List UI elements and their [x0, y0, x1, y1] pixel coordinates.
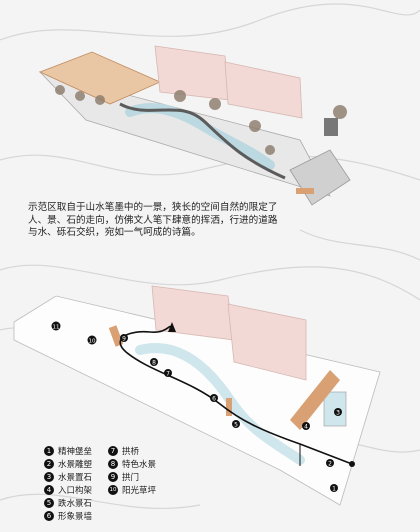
svg-text:9: 9 [122, 336, 126, 343]
svg-text:6: 6 [212, 396, 216, 403]
plan-marker-1: 1 [330, 484, 338, 493]
plan-marker-9: 9 [120, 334, 128, 343]
plan-marker-5: 5 [232, 420, 240, 429]
legend-label: 入口构架 [58, 486, 93, 496]
route-arrowhead [168, 322, 176, 332]
svg-text:1: 1 [332, 486, 336, 493]
plan-entry-wall [290, 370, 340, 430]
plan-marker-11: 11 [51, 321, 61, 331]
building-block-2 [224, 61, 303, 119]
trees [55, 85, 347, 155]
legend-label: 拱门 [122, 473, 140, 483]
legend-label: 形象景墙 [58, 512, 93, 522]
legend-label: 拱桥 [122, 447, 140, 457]
svg-text:4: 4 [304, 424, 308, 431]
plan-building-2 [227, 303, 307, 381]
wood-wall [296, 188, 314, 194]
project-description: 示范区取自于山水笔墨中的一景，狭长的空间自然的限定了 人、景、石的走向，仿佛文人… [28, 202, 278, 240]
svg-text:2: 2 [328, 461, 332, 468]
plan-marker-7: 7 [164, 369, 172, 378]
route-start-dot [349, 461, 355, 467]
plan-marker-8: 8 [150, 358, 158, 367]
entry-canopy [324, 118, 338, 136]
plan-marker-3: 3 [334, 408, 342, 417]
legend-label: 阳光草坪 [122, 486, 157, 496]
winding-path [119, 102, 286, 180]
plan-marker-4: 4 [302, 422, 310, 431]
svg-text:11: 11 [53, 325, 60, 331]
tour-route [119, 325, 353, 465]
svg-text:8: 8 [152, 360, 156, 367]
description-line-2: 人、景、石的走向，仿佛文人笔下肆意的挥洒，行进的道路 [28, 214, 278, 226]
water-channel [125, 103, 275, 170]
plan-view: 1 2 3 4 5 6 7 8 9 10 11 [13, 285, 381, 506]
description-line-1: 示范区取自于山水笔墨中的一景，狭长的空间自然的限定了 [28, 202, 278, 213]
legend-label: 跌水景石 [58, 499, 93, 509]
legend-label: 水景置石 [58, 473, 93, 483]
legend-label: 精神堡垒 [58, 447, 93, 457]
plan-marker-6: 6 [210, 394, 218, 403]
svg-text:10: 10 [89, 339, 96, 345]
description-line-3: 与水、砾石交织，宛如一气呵成的诗篇。 [28, 227, 201, 239]
svg-text:7: 7 [166, 371, 170, 378]
plan-pool [323, 391, 347, 427]
plan-wood-wall-2 [226, 398, 232, 416]
plan-marker-10: 10 [87, 335, 97, 345]
building-block-1 [154, 45, 231, 101]
svg-text:5: 5 [234, 422, 238, 429]
perspective-view [38, 45, 351, 206]
legend-label: 特色水景 [122, 460, 157, 470]
svg-text:3: 3 [336, 410, 340, 417]
legend-label: 水景雕塑 [58, 460, 93, 470]
plan-marker-2: 2 [326, 459, 334, 468]
